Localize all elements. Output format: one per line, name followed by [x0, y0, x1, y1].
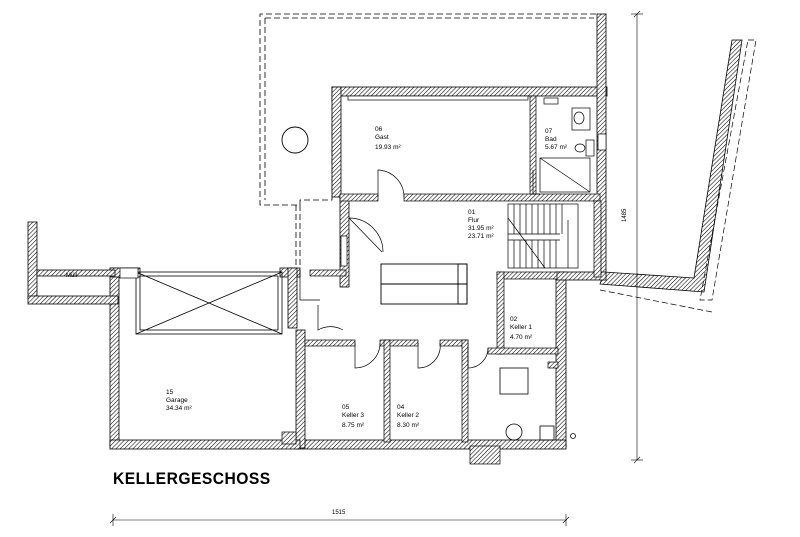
door-swings: [299, 169, 540, 369]
flur-bench: [380, 263, 468, 305]
dimension-width: 1515: [332, 510, 346, 516]
dimension-lines: [109, 10, 643, 526]
room-garage-label: 15 Garage 34.34 m²: [166, 389, 192, 412]
interior-walls: [304, 95, 602, 443]
muell-label: Müll: [66, 273, 78, 279]
staircase: [507, 203, 579, 269]
room-keller3-label: 05 Keller 3 8.75 m²: [342, 404, 365, 429]
room-gast-label: 06 Gast 19.93 m²: [375, 126, 401, 151]
room-flur-label: 01 Flur 31.95 m² 23.71 m²: [468, 209, 494, 240]
side-terrace: [599, 39, 757, 313]
room-keller2-label: 04 Keller 2 8.30 m²: [397, 404, 420, 429]
garage-door: [135, 271, 283, 335]
light-shafts: [281, 431, 501, 465]
room-bad-label: 07 Bad 5.67 m²: [545, 128, 568, 151]
bathroom-fixtures: [539, 97, 595, 193]
technical-room-equipment: [499, 367, 576, 441]
terrace-outline: [259, 13, 598, 268]
room-keller1-label: 02 Keller 1 4.70 m²: [510, 316, 533, 341]
plan-title: KELLERGESCHOSS: [113, 469, 271, 488]
windows: [119, 95, 607, 279]
terrace-round-table: [281, 126, 309, 154]
dimension-height: 1485: [622, 208, 628, 222]
